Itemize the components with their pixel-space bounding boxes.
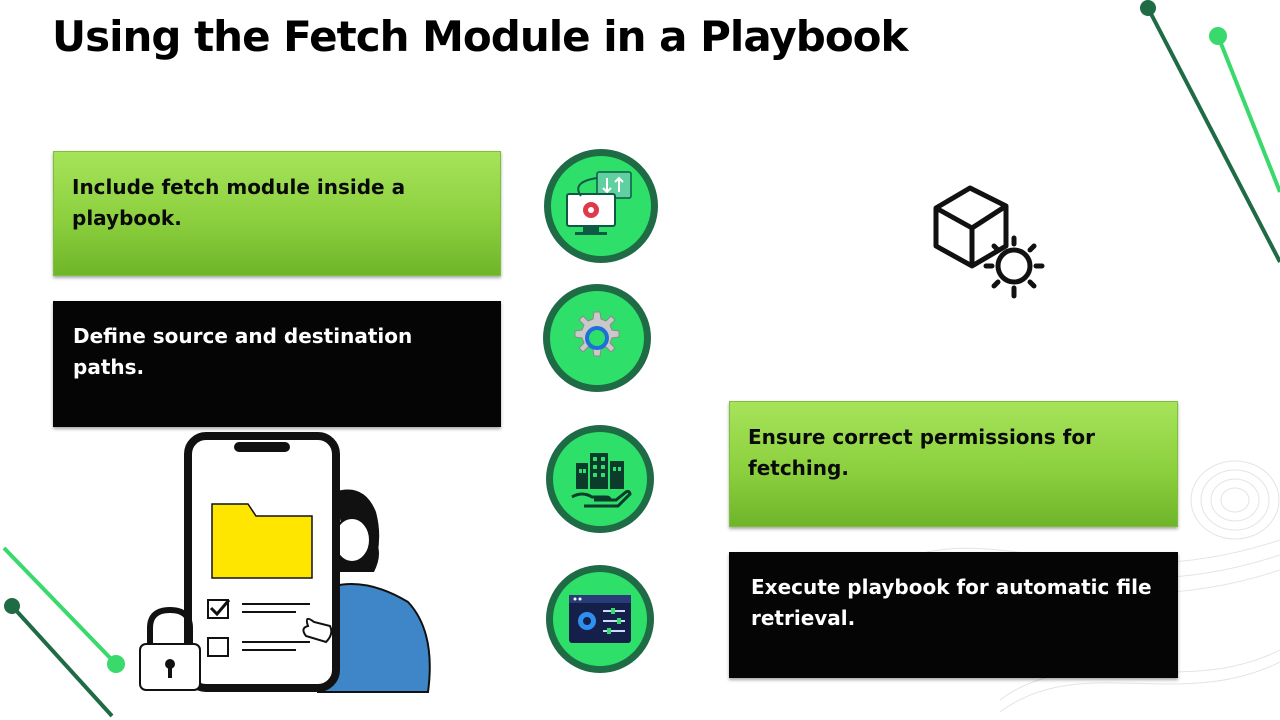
file-transfer-circle bbox=[544, 149, 658, 263]
slide-title: Using the Fetch Module in a Playbook bbox=[52, 12, 908, 61]
step-text: Execute playbook for automatic file retr… bbox=[751, 575, 1152, 630]
step-include-fetch: Include fetch module inside a playbook. bbox=[53, 151, 501, 276]
settings-panel-icon bbox=[569, 595, 631, 643]
package-gear-icon bbox=[933, 185, 1045, 299]
phone-illustration bbox=[139, 432, 431, 693]
settings-panel-circle bbox=[546, 565, 654, 673]
step-execute: Execute playbook for automatic file retr… bbox=[729, 552, 1178, 678]
buildings-circle bbox=[546, 425, 654, 533]
gear-circle bbox=[543, 284, 651, 392]
file-transfer-icon bbox=[566, 171, 632, 235]
gear-icon bbox=[574, 311, 620, 357]
buildings-hand-icon bbox=[571, 453, 632, 508]
step-text: Define source and destination paths. bbox=[73, 324, 413, 379]
step-permissions: Ensure correct permissions for fetching. bbox=[729, 401, 1178, 527]
step-define-paths: Define source and destination paths. bbox=[53, 301, 501, 427]
step-text: Ensure correct permissions for fetching. bbox=[748, 425, 1095, 480]
step-text: Include fetch module inside a playbook. bbox=[72, 175, 406, 230]
